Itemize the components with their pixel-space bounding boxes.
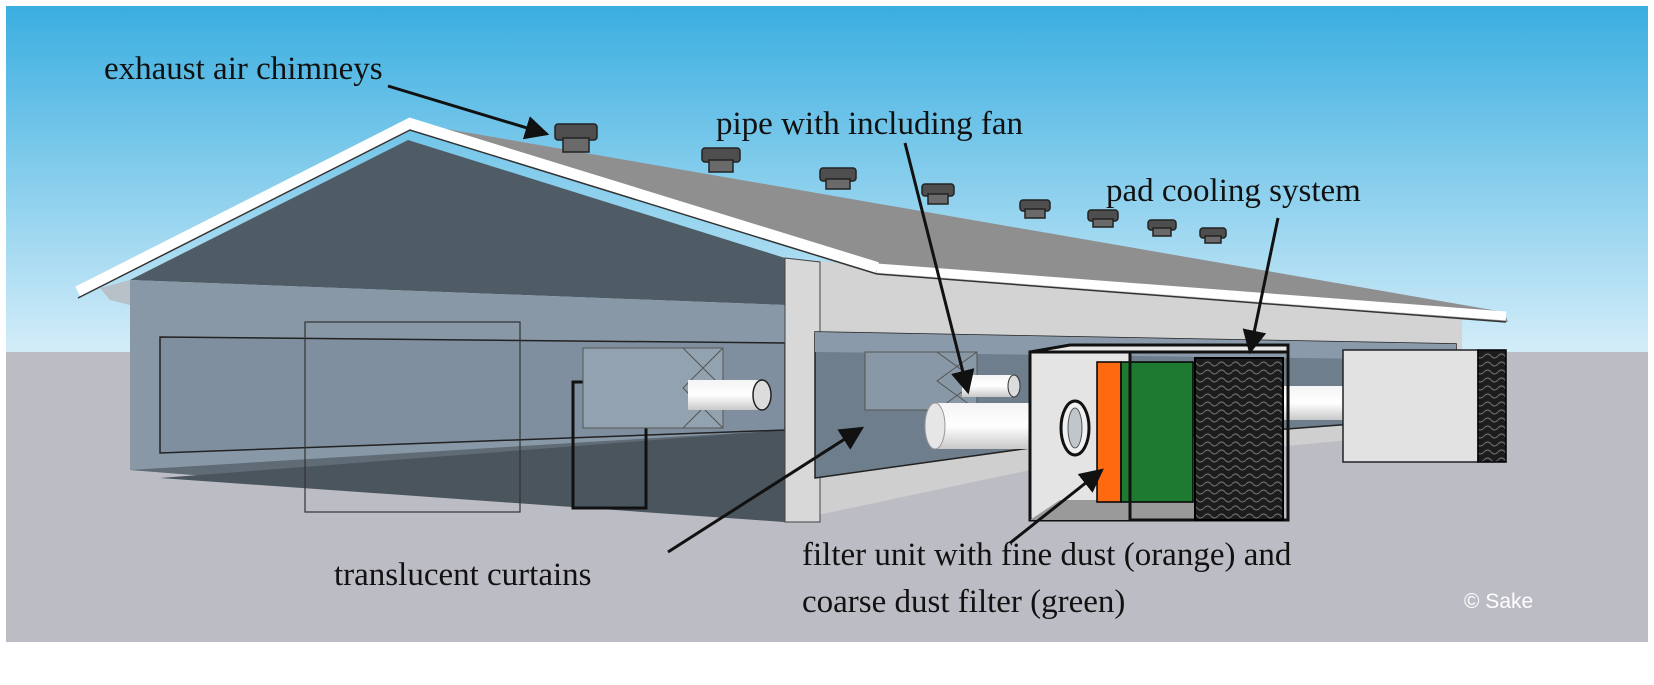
rear-filter-box (1342, 349, 1479, 463)
roof-surface (418, 124, 1508, 322)
gable-interior (130, 140, 785, 305)
side-wall (785, 258, 1462, 350)
arrow-translucent-curtains (667, 426, 865, 554)
label-pad-cooling-system: pad cooling system (1106, 173, 1361, 209)
exhaust-chimneys (554, 123, 1227, 244)
gable-wall-left-corner (100, 280, 130, 305)
label-exhaust-air-chimneys: exhaust air chimneys (104, 51, 383, 87)
inner-door-frame (304, 321, 521, 513)
copyright-notice: © Sake (1464, 590, 1534, 613)
chimney (1199, 227, 1227, 244)
pad-cooler (1194, 357, 1284, 521)
chimney (921, 183, 955, 205)
rear-pad-cooler (1477, 349, 1507, 463)
roof-trim-front-outline (77, 129, 878, 299)
interior-floor-dark (160, 430, 785, 522)
roof-trim-eave (876, 263, 1507, 321)
arrow-pad-cooling (1242, 217, 1280, 355)
inner-pipe (688, 380, 760, 410)
inner-fan-box (582, 347, 724, 429)
label-pipe-with-fan: pipe with including fan (716, 106, 1024, 142)
roof-trim-front (75, 117, 879, 298)
arrow-pipe-with-fan (903, 142, 975, 395)
label-filter-unit-line1: filter unit with fine dust (orange) and (802, 537, 1292, 573)
chimney (554, 123, 598, 153)
coarse-dust-filter (1120, 361, 1194, 503)
chimney (819, 167, 857, 190)
chimney (701, 147, 741, 173)
filter-unit-opening-rim (1128, 350, 1290, 522)
front-wall-pillar (784, 257, 821, 523)
label-translucent-curtains: translucent curtains (334, 557, 592, 593)
inner-pipe-2-end (1007, 374, 1021, 398)
main-pipe-start (924, 402, 946, 450)
arrow-exhaust-chimneys (387, 84, 550, 140)
chimney (1087, 209, 1119, 228)
label-filter-unit-line2: coarse dust filter (green) (802, 584, 1126, 620)
chimney (1019, 199, 1051, 219)
rear-pipe (1282, 386, 1344, 420)
arrow-filter-unit (1009, 468, 1104, 545)
chimney (1147, 219, 1177, 237)
inner-pipe-end (752, 379, 772, 411)
filter-inlet-ring-inner (1067, 407, 1083, 449)
roof-trim-eave-outline (876, 273, 1507, 323)
main-pipe (935, 403, 1040, 449)
inner-pipe-2 (962, 375, 1012, 397)
fine-dust-filter (1096, 361, 1122, 503)
